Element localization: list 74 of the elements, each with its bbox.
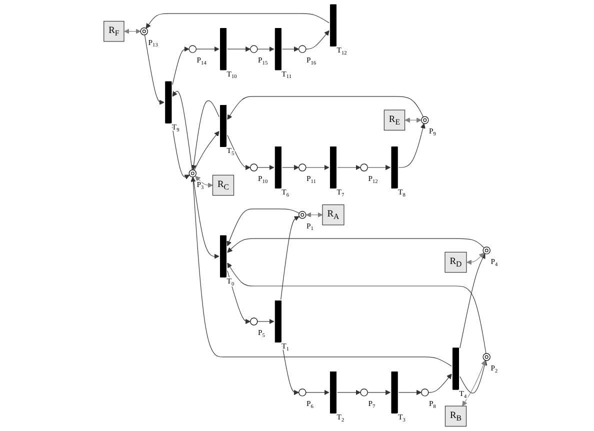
arc-arrow	[227, 262, 486, 354]
place-circle	[298, 164, 306, 172]
place-circle	[482, 353, 490, 361]
arc-arrow	[280, 216, 300, 300]
resource-box: R$_{A}$	[322, 204, 344, 226]
place-circle	[188, 170, 196, 178]
arc-arrow	[257, 318, 274, 324]
resource-link-arrow	[466, 252, 484, 265]
place-circle	[482, 246, 490, 254]
arc-arrow	[227, 238, 484, 253]
arc-arrow	[227, 270, 251, 324]
arc-arrow	[367, 164, 391, 170]
transition-bar	[452, 348, 459, 390]
arc-arrow	[191, 100, 220, 170]
place-circle	[298, 45, 306, 53]
arc-arrow	[398, 123, 426, 168]
arc-arrow	[257, 164, 274, 170]
transition-bar	[330, 4, 336, 46]
resource-box: R$_{C}$	[212, 174, 234, 196]
resource-link-arrow	[195, 176, 213, 188]
place-circle	[421, 116, 429, 124]
arc-arrow	[306, 30, 330, 50]
transition-bar	[274, 146, 282, 188]
place-circle	[421, 388, 429, 396]
transition-bar	[220, 28, 226, 70]
place-circle	[360, 164, 368, 172]
transition-bar	[274, 300, 282, 342]
arc-arrow	[227, 46, 251, 52]
transition-bar	[391, 146, 398, 188]
place-circle	[250, 45, 258, 53]
transition-bar	[220, 105, 226, 148]
transition-bar	[274, 28, 282, 70]
place-circle	[298, 211, 306, 219]
arc-arrow	[144, 34, 164, 105]
transition-bar	[220, 235, 226, 278]
resource-box: R$_{D}$	[444, 252, 467, 273]
place-circle	[250, 164, 258, 172]
resource-link-arrow	[404, 118, 422, 123]
arc-arrow	[194, 131, 220, 171]
arc-arrow	[227, 96, 424, 120]
resource-link-arrow	[124, 28, 141, 34]
resource-box: R$_{B}$	[444, 406, 467, 427]
arc-arrow	[190, 176, 452, 367]
arc-arrow	[227, 134, 251, 170]
arc-arrow	[172, 90, 192, 170]
arc-arrow	[460, 360, 488, 394]
resource-link-arrow	[306, 212, 323, 218]
arc-arrow	[146, 13, 330, 29]
arc-arrow	[282, 164, 300, 170]
arc-arrow	[337, 164, 361, 170]
place-circle	[250, 318, 258, 326]
arc-arrow	[172, 46, 190, 85]
place-circle	[188, 45, 196, 53]
transition-bar	[330, 371, 336, 414]
arc-arrow	[196, 46, 220, 52]
transition-bar	[330, 146, 336, 188]
arc-arrow	[428, 374, 452, 393]
resource-box: R$_{F}$	[104, 20, 124, 42]
place-circle	[360, 388, 368, 396]
transition-bar	[391, 371, 398, 414]
place-circle	[140, 28, 148, 36]
arc-arrow	[226, 208, 300, 246]
arc-arrow	[306, 390, 330, 396]
arc-arrow	[282, 46, 300, 52]
arc-arrow	[460, 253, 486, 348]
arc-arrow	[306, 164, 330, 170]
resource-box: R$_{E}$	[384, 110, 406, 131]
arc-arrow	[367, 390, 391, 396]
arc-arrow	[398, 390, 422, 396]
arc-arrow	[337, 390, 361, 396]
arc-arrow	[257, 46, 274, 52]
resource-link-arrow	[462, 360, 486, 406]
place-circle	[298, 388, 306, 396]
transition-bar	[165, 81, 172, 124]
